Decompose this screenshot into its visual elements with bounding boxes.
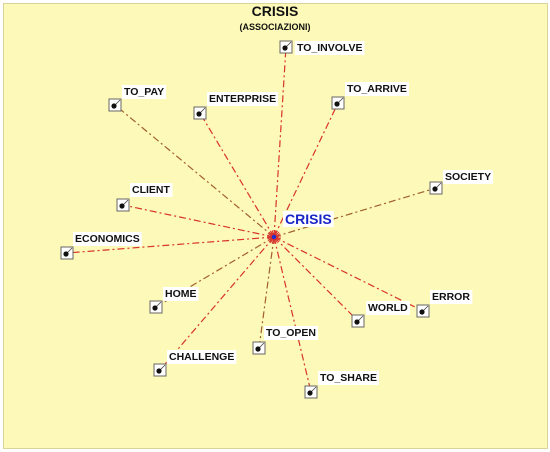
node-dot — [419, 309, 425, 315]
node-label-bg — [167, 350, 237, 364]
edge-to-open — [258, 236, 275, 349]
edge-enterprise — [199, 112, 275, 238]
edge-client — [122, 204, 275, 238]
node-dot — [156, 368, 162, 374]
node-label-home: HOME — [165, 288, 197, 300]
node-label-world: WORLD — [368, 302, 408, 314]
hub-star — [267, 230, 281, 244]
node-label-society: SOCIETY — [445, 171, 491, 183]
node-to-open: TO_OPEN — [252, 326, 318, 355]
edge-to-involve — [273, 46, 287, 238]
node-label-bg — [345, 82, 409, 96]
edge-society — [273, 187, 437, 238]
node-enterprise: ENTERPRISE — [193, 92, 279, 120]
node-label-to-arrive: TO_ARRIVE — [347, 83, 407, 95]
node-to-involve: TO_INVOLVE — [279, 40, 365, 55]
node-dot — [334, 101, 340, 107]
nodes-group: TO_INVOLVE TO_PAY ENTERPRISE TO_ARRIVE SOCIE… — [60, 40, 494, 399]
node-challenge: CHALLENGE — [153, 350, 237, 377]
node-dot — [282, 45, 288, 51]
diagram-subtitle: (ASSOCIAZIONI) — [239, 22, 311, 32]
node-client: CLIENT — [116, 183, 173, 212]
edge-world — [273, 236, 359, 322]
edge-challenge — [159, 236, 275, 371]
node-label-error: ERROR — [432, 291, 470, 303]
center-label: CRISIS — [285, 211, 332, 227]
edge-to-pay — [114, 104, 275, 238]
node-label-challenge: CHALLENGE — [169, 351, 234, 363]
node-label-to-share: TO_SHARE — [320, 372, 377, 384]
node-label-bg — [366, 301, 411, 315]
node-label-economics: ECONOMICS — [75, 233, 140, 245]
node-dot — [432, 186, 438, 192]
node-world: WORLD — [351, 301, 411, 328]
node-home: HOME — [149, 287, 199, 314]
center-node: CRISIS — [283, 211, 334, 227]
node-dot — [152, 305, 158, 311]
node-economics: ECONOMICS — [60, 232, 142, 260]
node-dot — [354, 319, 360, 325]
node-label-bg — [295, 41, 365, 55]
diagram-panel — [3, 3, 548, 449]
node-to-share: TO_SHARE — [304, 371, 379, 399]
edge-to-arrive — [273, 102, 339, 238]
node-to-pay: TO_PAY — [108, 85, 167, 112]
node-label-to-involve: TO_INVOLVE — [297, 42, 363, 54]
node-dot — [307, 390, 313, 396]
diagram-title: CRISIS — [251, 3, 299, 19]
node-society: SOCIETY — [429, 170, 494, 195]
node-label-bg — [430, 290, 473, 304]
edge-to-share — [273, 236, 312, 393]
node-dot — [119, 203, 125, 209]
node-label-to-open: TO_OPEN — [266, 327, 316, 339]
node-label-client: CLIENT — [132, 184, 171, 196]
node-dot — [255, 346, 261, 352]
node-dot — [63, 251, 69, 257]
node-label-bg — [264, 326, 318, 340]
node-label-bg — [318, 371, 379, 385]
node-dot — [111, 103, 117, 109]
edge-error — [273, 236, 424, 312]
hub-group: CRISIS — [267, 211, 334, 244]
node-to-arrive: TO_ARRIVE — [331, 82, 409, 110]
node-label-bg — [73, 232, 142, 246]
node-label-bg — [122, 85, 167, 99]
node-label-to-pay: TO_PAY — [124, 86, 164, 98]
node-label-bg — [130, 183, 173, 197]
node-label-bg — [207, 92, 279, 106]
node-label-enterprise: ENTERPRISE — [209, 93, 276, 105]
node-error: ERROR — [416, 290, 473, 318]
node-label-bg — [163, 287, 199, 301]
hub-core — [271, 234, 277, 240]
edge-economics — [66, 236, 275, 254]
edges-group — [66, 46, 437, 393]
center-label-bg — [283, 211, 334, 227]
node-dot — [196, 111, 202, 117]
node-label-bg — [443, 170, 494, 184]
